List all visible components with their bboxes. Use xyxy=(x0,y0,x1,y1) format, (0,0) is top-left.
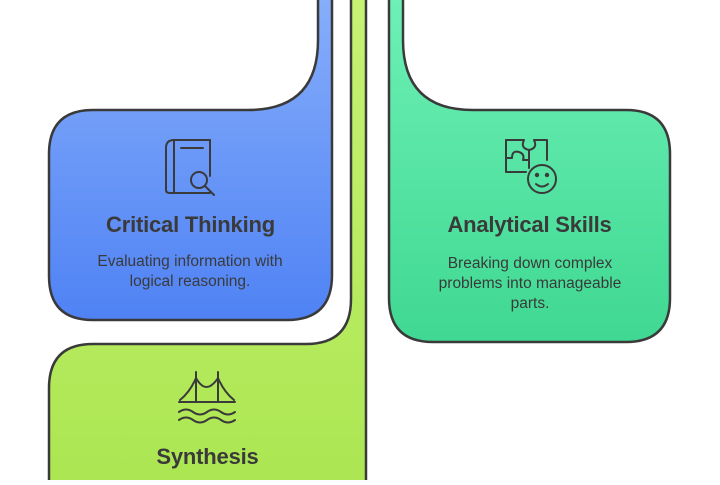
book-search-icon xyxy=(165,139,215,196)
critical-thinking-title: Critical Thinking xyxy=(106,212,275,237)
analytical-skills-title: Analytical Skills xyxy=(447,212,612,237)
critical-thinking-shape xyxy=(47,0,334,322)
critical-thinking-description: Evaluating information with logical reas… xyxy=(97,253,283,290)
analytical-skills-description: Breaking down complex problems into mana… xyxy=(438,255,622,312)
bridge-icon xyxy=(178,371,236,424)
synthesis-shape xyxy=(47,0,368,485)
synthesis-title: Synthesis xyxy=(156,444,259,469)
puzzle-face-icon xyxy=(505,139,557,194)
